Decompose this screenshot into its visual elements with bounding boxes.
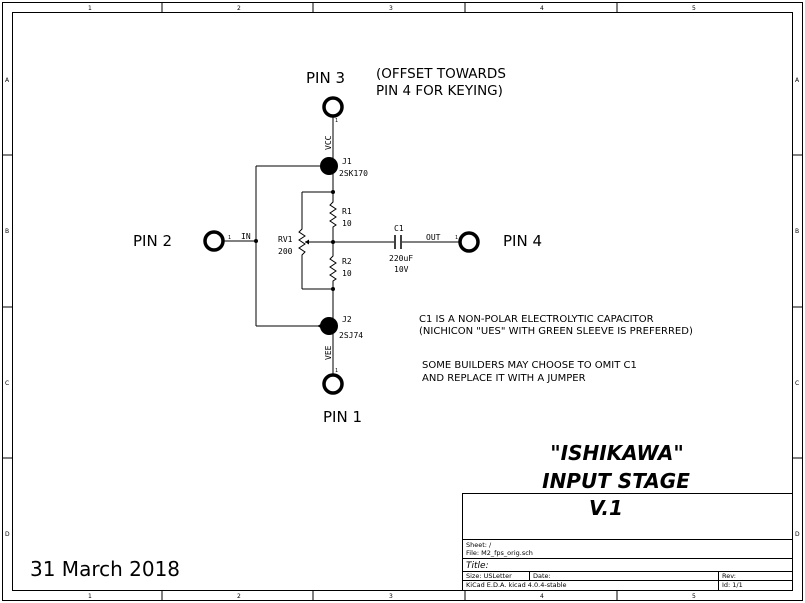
heading: "ISHIKAWA" INPUT STAGE V.1 [542,441,690,520]
pad-number: 1 [228,235,231,241]
net-label-vcc: VCC [324,135,333,150]
heading-line-2: INPUT STAGE [542,469,690,493]
column-label-top: 1 [88,5,92,12]
note-offset: (OFFSET TOWARDS PIN 4 FOR KEYING) [376,66,506,99]
row-label-left: D [5,531,10,538]
pin1-label: PIN 1 [323,408,362,426]
revision-date: 31 March 2018 [30,557,180,581]
border-column-labels: 1 2 3 4 5 1 2 3 4 5 [88,5,696,600]
note-capacitor: C1 IS A NON-POLAR ELECTROLYTIC CAPACITOR… [419,314,693,337]
net-label-in: IN [241,232,251,241]
heading-line-3: V.1 [589,496,623,520]
svg-text:SOME BUILDERS MAY CHOOSE TO OM: SOME BUILDERS MAY CHOOSE TO OMIT C1 [422,360,637,371]
jfet-j2[interactable] [317,314,338,338]
pin4-label: PIN 4 [503,232,542,250]
resistor-r1[interactable] [329,198,337,230]
r2-ref: R2 [342,257,352,266]
row-label-right: D [795,531,800,538]
rv1-value: 200 [278,247,293,256]
title-block-id: Id: 1/1 [722,581,743,589]
title-block-size: Size: USLetter [466,572,512,580]
note-jumper: SOME BUILDERS MAY CHOOSE TO OMIT C1 AND … [422,360,637,384]
title-block-file: File: M2_fps_orig.sch [466,549,533,557]
pad-pin4[interactable]: PIN 4 [458,231,542,253]
column-label-top: 2 [237,5,241,12]
r1-value: 10 [342,219,352,228]
potentiometer-rv1[interactable] [298,226,309,258]
j2-value: 2SJ74 [339,331,363,340]
resistor-r2[interactable] [329,252,337,284]
svg-text:C1 IS A NON-POLAR ELECTROLYTIC: C1 IS A NON-POLAR ELECTROLYTIC CAPACITOR [419,314,654,325]
svg-text:(NICHICON "UES" WITH GREEN SLE: (NICHICON "UES" WITH GREEN SLEEVE IS PRE… [419,326,693,337]
column-label-top: 4 [540,5,544,12]
title-block-title: Title: [466,561,489,571]
r2-value: 10 [342,269,352,278]
pin2-label: PIN 2 [133,232,172,250]
row-label-right: C [795,380,799,387]
pad-number: 1 [335,118,338,124]
jfet-j1[interactable] [317,154,338,178]
c1-ref: C1 [394,224,404,233]
row-label-left: B [5,228,9,235]
row-label-right: A [795,77,800,84]
heading-line-1: "ISHIKAWA" [550,441,684,465]
column-label-bottom: 1 [88,593,92,600]
svg-text:PIN 4 FOR KEYING): PIN 4 FOR KEYING) [376,83,503,99]
title-block-rev: Rev: [722,572,736,580]
border-row-labels: A B C D A B C D [5,77,800,538]
c1-value: 220uF [389,254,413,263]
column-label-bottom: 3 [389,593,393,600]
pad-number: 1 [335,368,338,374]
net-label-out: OUT [426,233,441,242]
pad-pin2[interactable]: PIN 2 [133,230,225,252]
rv1-ref: RV1 [278,235,293,244]
svg-text:(OFFSET TOWARDS: (OFFSET TOWARDS [376,66,506,82]
svg-text:AND REPLACE IT WITH A JUMPER: AND REPLACE IT WITH A JUMPER [422,373,586,384]
r1-ref: R1 [342,207,352,216]
column-label-bottom: 5 [692,593,696,600]
pin3-label: PIN 3 [306,69,345,87]
net-label-vee: VEE [324,345,333,360]
junction-dots [254,190,335,291]
pad-number: 1 [455,235,458,241]
column-label-top: 5 [692,5,696,12]
title-block [462,493,793,591]
row-label-right: B [795,228,799,235]
capacitor-c1[interactable] [394,235,402,249]
j1-ref: J1 [342,157,352,166]
column-label-top: 3 [389,5,393,12]
title-block-sheet: Sheet: / [466,541,492,549]
c1-voltage: 10V [394,265,409,274]
column-label-bottom: 4 [540,593,544,600]
row-label-left: C [5,380,9,387]
j1-value: 2SK170 [339,169,368,178]
schematic-wires [224,117,459,374]
title-block-date: Date: [533,572,551,580]
row-label-left: A [5,77,10,84]
j2-ref: J2 [342,315,352,324]
pad-pin3[interactable]: PIN 3 [306,69,345,118]
pad-pin1[interactable]: PIN 1 [322,373,362,426]
title-block-kicad: KiCad E.D.A. kicad 4.0.4-stable [466,581,567,589]
column-label-bottom: 2 [237,593,241,600]
